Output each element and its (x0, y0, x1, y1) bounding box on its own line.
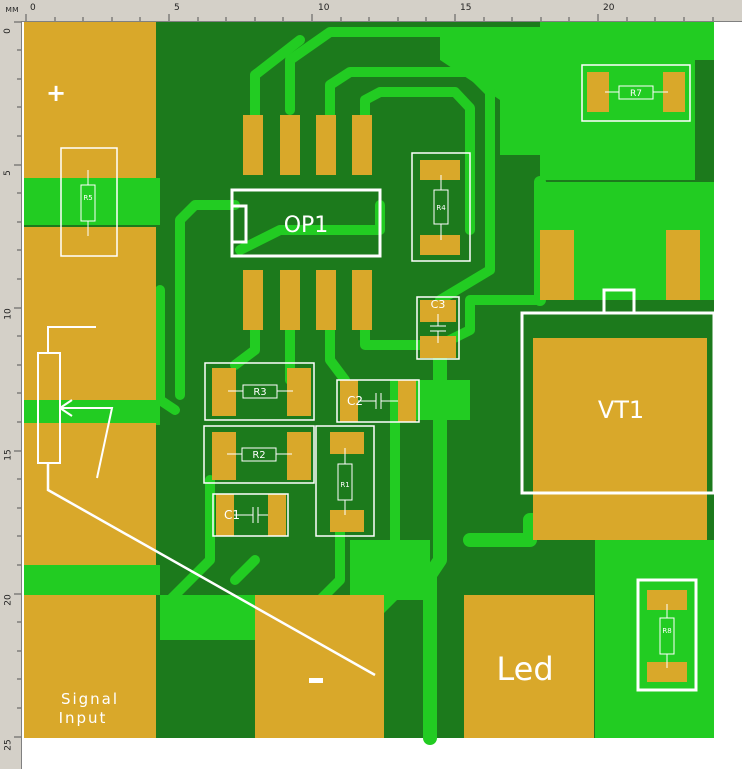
ruler-top-label-5: 5 (174, 3, 180, 13)
label-vt1: VT1 (598, 396, 644, 424)
label-r7: R7 (630, 89, 642, 99)
pad-left-mid (24, 227, 156, 400)
label-input: Input (59, 709, 108, 727)
pad-minus (255, 595, 384, 738)
label-led: Led (496, 650, 553, 688)
pad-vt1-pin1 (540, 230, 574, 300)
ruler-top-label-0: 0 (30, 3, 36, 13)
left-ruler: 0 5 10 15 20 25 (0, 0, 22, 769)
ruler-ticks (14, 14, 714, 738)
pad-plus (24, 22, 156, 178)
label-c3: C3 (431, 298, 446, 311)
label-minus-mark (309, 678, 323, 683)
label-r8: R8 (662, 627, 671, 635)
pad-vt1 (533, 338, 707, 540)
top-ruler: 0 5 10 15 20 (0, 0, 742, 22)
pads (24, 22, 707, 738)
label-r5: R5 (83, 194, 92, 202)
ruler-top-label-10: 10 (318, 3, 330, 13)
pad-led (464, 595, 594, 738)
silkscreen (37, 64, 716, 692)
label-op1: OP1 (284, 213, 329, 238)
pad-vt1-pin3 (666, 230, 700, 300)
pad-signal-input (24, 595, 156, 738)
pad-left-lower (24, 423, 156, 565)
label-plus: + (46, 79, 66, 107)
ruler-top-label-15: 15 (460, 3, 472, 13)
label-r3: R3 (253, 387, 266, 398)
label-c2: C2 (347, 394, 363, 408)
units-corner: мм (0, 0, 24, 21)
label-r4: R4 (436, 204, 446, 212)
label-r2: R2 (252, 450, 265, 461)
label-signal: Signal (61, 690, 119, 708)
ruler-top-label-20: 20 (603, 3, 615, 13)
label-c1: C1 (224, 508, 240, 522)
label-r1: R1 (340, 481, 349, 489)
